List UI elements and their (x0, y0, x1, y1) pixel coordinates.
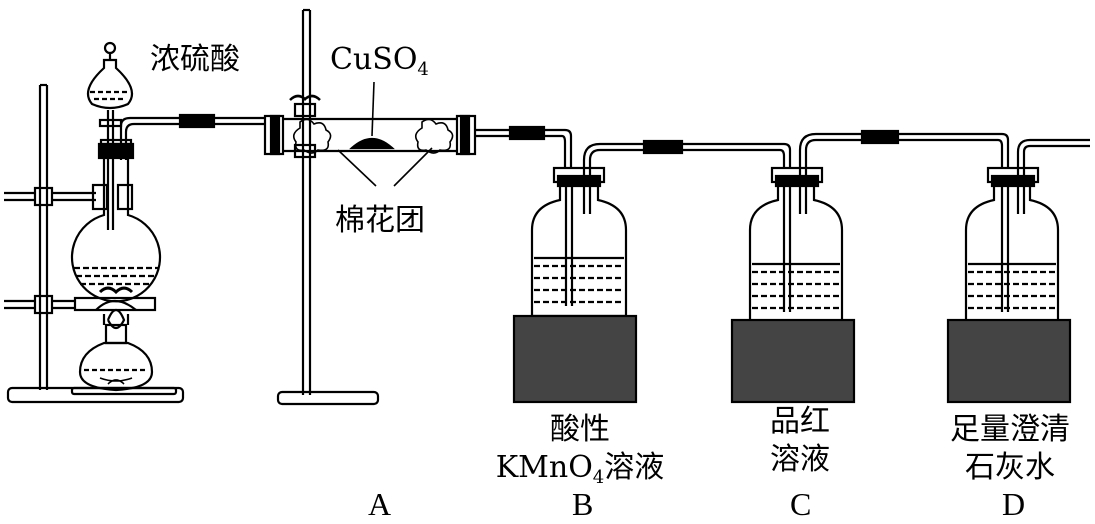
wash-bottle-c (730, 132, 862, 404)
letter-c: C (790, 486, 812, 522)
cuso4-formula: CuSO (330, 42, 418, 77)
letter-d: D (1002, 486, 1026, 522)
alcohol-lamp (70, 299, 178, 396)
label-d-line1: 足量澄清 (950, 412, 1070, 447)
delivery-tube-1 (119, 116, 180, 160)
reaction-tube-a (263, 81, 477, 187)
round-bottom-flask (70, 138, 162, 303)
label-c-line2: 溶液 (770, 442, 830, 477)
label-b-line2: KMnO4溶液 (490, 450, 670, 496)
label-conc-sulfuric-acid: 浓硫酸 (150, 42, 240, 77)
kmno4-subscript: 4 (592, 467, 605, 488)
label-cuso4: CuSO4 (330, 42, 429, 88)
separatory-funnel (86, 41, 134, 230)
letter-b: B (572, 486, 594, 522)
rubber-connector-2 (508, 125, 546, 141)
wash-bottle-b (512, 142, 650, 404)
wash-bottle-d (946, 138, 1090, 404)
rubber-connector-1 (178, 113, 216, 129)
rubber-connector-3 (642, 139, 684, 155)
label-b-line1: 酸性 (550, 412, 610, 447)
label-c-line1: 品红 (770, 404, 830, 439)
label-cotton: 棉花团 (335, 203, 425, 238)
iron-stand-a (276, 8, 380, 406)
label-d-line2: 石灰水 (965, 450, 1055, 485)
b-solution-word: 溶液 (604, 450, 665, 485)
cuso4-subscript: 4 (417, 59, 429, 80)
rubber-connector-4 (860, 129, 900, 145)
letter-a: A (368, 486, 392, 522)
kmno4-formula: KMnO (495, 450, 593, 485)
left-iron-stand (4, 83, 185, 404)
